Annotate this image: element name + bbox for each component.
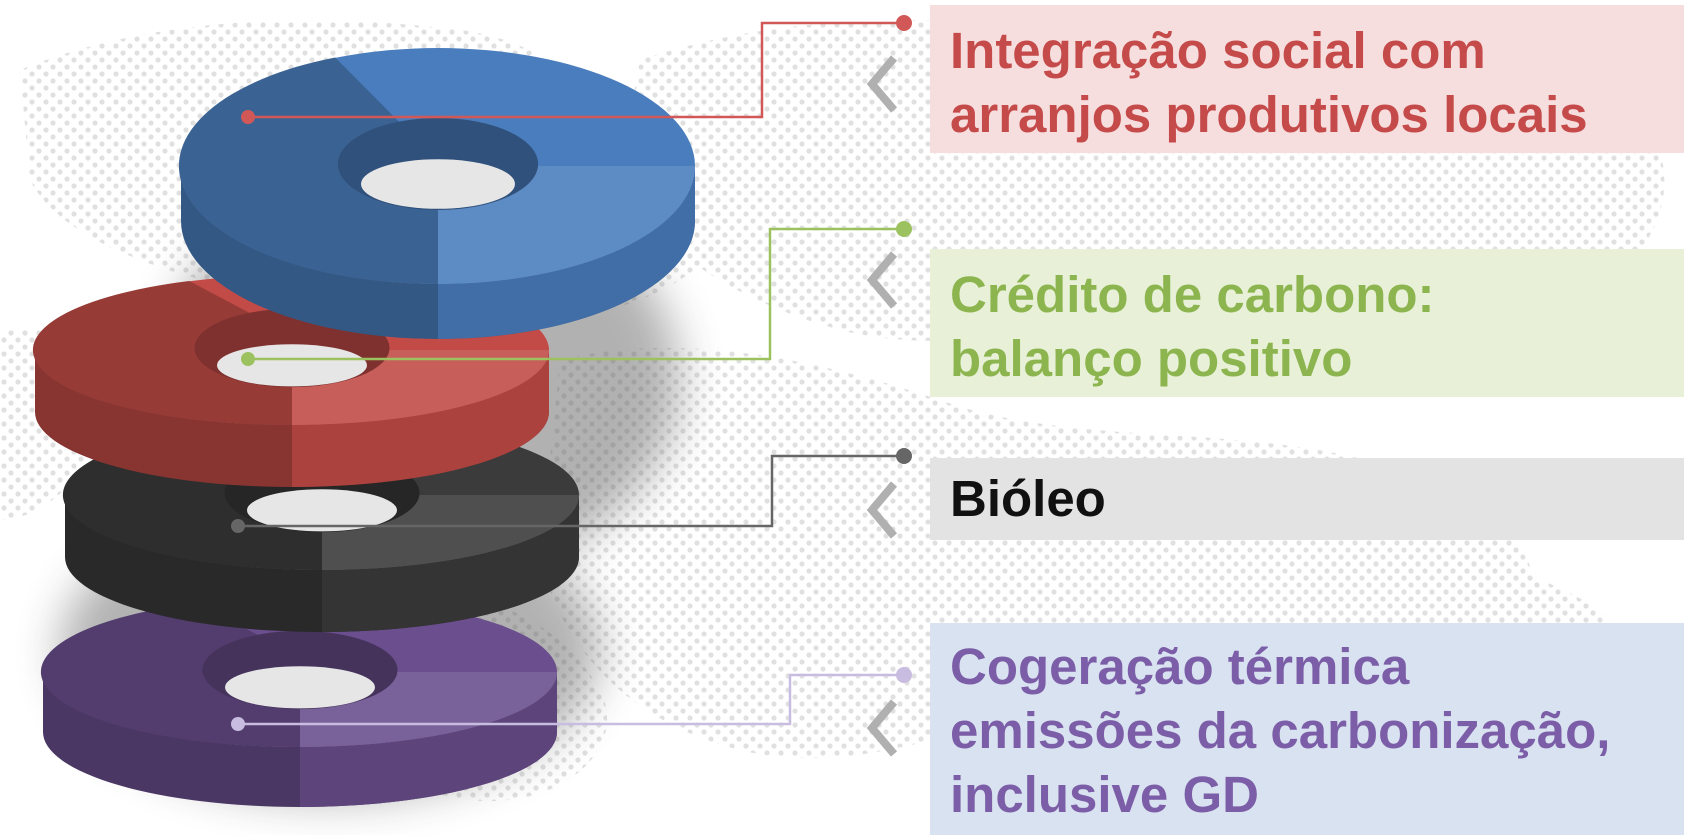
ring-side-light [322,495,579,632]
connector-end-dot [896,667,912,683]
ring-hole [225,666,375,709]
chevron-left-icon [866,699,898,757]
label-line: emissões da carbonização, [950,702,1611,759]
ring-side-light [300,672,557,807]
label-line: Bióleo [950,470,1106,527]
label-carbon-credit: Crédito de carbono: balanço positivo [930,249,1684,397]
ring-top-shade [32,281,292,426]
ring-hole [361,159,515,209]
ring-hole [247,489,397,532]
ring-side-light [292,350,549,487]
connector-carbon [241,221,912,366]
label-line: Cogeração térmica [950,638,1410,695]
connector-line [238,454,904,528]
chevron-left-icon [866,55,898,113]
connector-start-dot [241,110,255,124]
connector-end-dot [896,15,912,31]
connector-end-dot [896,448,912,464]
connector-line [248,227,904,361]
purple-ring [40,597,557,807]
chevron-left-icon [866,481,898,539]
connector-end-dot [896,221,912,237]
ring-top-shade [40,603,301,748]
connector-start-dot [231,519,245,533]
label-thermal-cogeneration: Cogeração térmica emissões da carbonizaç… [930,623,1684,835]
red-ring [32,275,549,487]
label-line: inclusive GD [950,766,1259,823]
connector-biooil [231,448,912,539]
label-line: Integração social com [950,22,1486,79]
connector-social [241,15,912,124]
connector-line [238,673,904,726]
connector-line [248,21,904,119]
chevron-left-icon [866,251,898,309]
connector-start-dot [231,717,245,731]
label-line: arranjos produtivos locais [950,86,1588,143]
label-social-integration: Integração social com arranjos produtivo… [930,5,1684,153]
label-line: Crédito de carbono: [950,266,1435,323]
label-bio-oil: Bióleo [930,458,1684,540]
label-line: balanço positivo [950,330,1353,387]
connector-start-dot [241,352,255,366]
ring-side-light [438,166,695,339]
connector-cogeneration [231,667,912,757]
ring-hole [217,344,367,387]
